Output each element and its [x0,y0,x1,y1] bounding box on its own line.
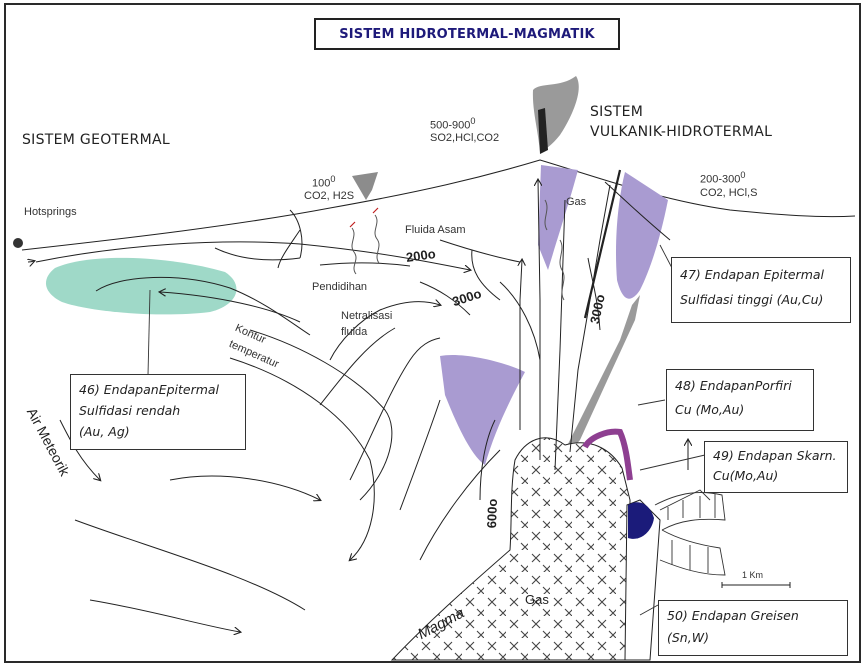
high-sulfidation-zone-left [538,165,578,270]
diagram-frame [4,3,861,663]
label-volcanic-system-line2: VULKANIK-HIDROTERMAL [590,124,773,140]
deposit-49-line1: 49) Endapan Skarn. [713,448,837,463]
deposit-50-line2: (Sn,W) [667,630,709,645]
deposit-50-line1: 50) Endapan Greisen [667,608,799,623]
deposit-47-line2: Sulfidasi tinggi (Au,Cu) [680,292,824,307]
temp-500-900: 500-900 [430,119,471,132]
label-pendidihan: Pendidihan [312,281,368,293]
diagram-title: SISTEM HIDROTERMAL-MAGMATIK [314,18,620,50]
hotspring-vent [13,238,23,248]
fluid-flow-lines [28,180,688,632]
deposit-50-box: 50) Endapan Greisen (Sn,W) [658,600,848,656]
high-sulfidation-zone-right [615,172,668,299]
vein-zone-center [440,354,525,465]
low-sulfidation-zone [45,257,237,315]
deposit-46-box: 46) EndapanEpitermal Sulfidasi rendah (A… [70,374,246,450]
deposit-48-box: 48) EndapanPorfiri Cu (Mo,Au) [666,369,814,431]
label-gas-bottom: Gas [525,592,549,607]
temp-100: 100 [312,177,331,190]
deposit-46-line1: 46) EndapanEpitermal [79,382,220,397]
ground-surface [21,159,856,251]
wavy-fluids [351,199,565,301]
gas-200-300: CO2, HCl,S [700,187,758,199]
scale-bar [721,582,791,588]
isotherm-600: 600o [484,498,501,529]
temp-200-300: 200-300 [700,173,741,186]
deposit-48-line2: Cu (Mo,Au) [675,402,745,417]
limestone-layer [654,492,726,576]
gas-100: CO2, H2S [304,190,355,202]
deposit-46-line3: (Au, Ag) [79,424,130,439]
deposit-49-line2: Cu(Mo,Au) [713,468,779,483]
magma-intrusion [390,437,631,661]
deposit-46-line2: Sulfidasi rendah [79,403,181,418]
red-marks [349,207,379,228]
label-volcanic-system-line1: SISTEM [590,104,644,120]
label-fluida-asam: Fluida Asam [405,224,466,236]
deposit-48-line1: 48) EndapanPorfiri [675,378,792,393]
scale-label: 1 Km [742,570,764,580]
skarn-body [628,502,654,539]
label-hotsprings: Hotsprings [24,206,77,218]
label-netralisasi: Netralisasi [341,310,393,322]
label-gas-top: Gas [566,196,587,208]
volcano-conduit [538,108,548,154]
gas-500-900: SO2,HCl,CO2 [430,132,500,144]
fumarole-plume [352,172,378,200]
deposit-47-line1: 47) Endapan Epitermal [680,267,825,282]
deposit-47-box: 47) Endapan Epitermal Sulfidasi tinggi (… [671,257,851,323]
isotherm-bold [583,169,622,319]
label-geothermal-system: SISTEM GEOTERMAL [22,132,170,148]
porphyry-cap [582,428,633,481]
label-netralisasi-fluida: fluida [341,326,368,338]
deposit-49-box: 49) Endapan Skarn. Cu(Mo,Au) [704,441,848,493]
callout-lines [147,244,711,616]
gray-dike [565,295,640,452]
